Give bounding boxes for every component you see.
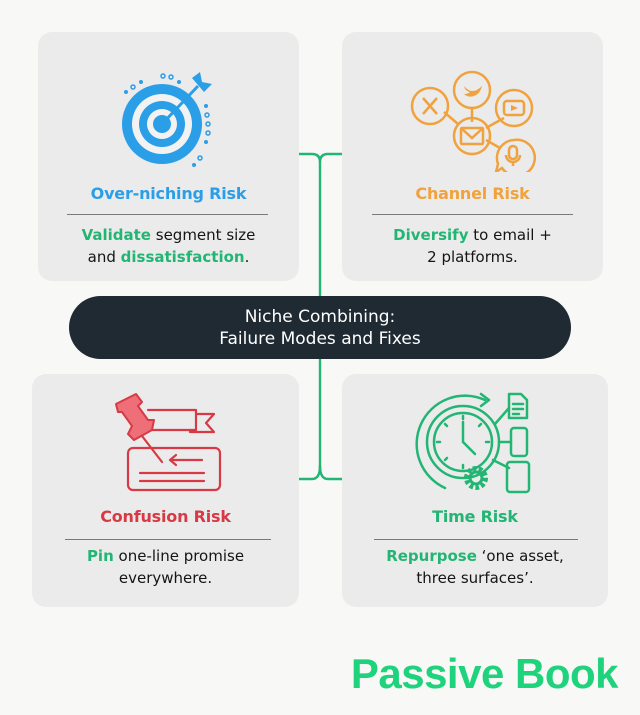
card-fix-text: Repurpose ‘one asset, three surfaces’. bbox=[342, 545, 608, 589]
divider bbox=[65, 539, 271, 540]
fix-text: . bbox=[244, 248, 250, 266]
card-title: Channel Risk bbox=[415, 184, 530, 203]
card-title: Confusion Risk bbox=[100, 507, 231, 526]
fix-keyword: Pin bbox=[86, 547, 114, 565]
clock-repurpose-icon bbox=[415, 392, 531, 494]
fix-text: everywhere. bbox=[118, 569, 213, 587]
fix-text: segment size bbox=[150, 226, 256, 244]
fix-text: ‘one asset, bbox=[476, 547, 564, 565]
fix-keyword: dissatisfaction bbox=[120, 248, 245, 266]
card-confusion-risk: Confusion Risk Pin one-line promise ever… bbox=[32, 374, 299, 607]
fix-text: 2 platforms. bbox=[427, 248, 518, 266]
fix-text: three surfaces’. bbox=[416, 569, 534, 587]
card-over-niching-risk: Over-niching Risk Validate segment size … bbox=[38, 32, 299, 281]
fix-text: to email + bbox=[468, 226, 552, 244]
card-title: Over-niching Risk bbox=[90, 184, 247, 203]
pushpin-banner-icon bbox=[114, 393, 221, 492]
divider bbox=[374, 539, 578, 540]
title-line-1: Niche Combining: bbox=[244, 306, 396, 327]
divider bbox=[372, 214, 573, 215]
fix-text: one-line promise bbox=[113, 547, 245, 565]
channel-network-icon bbox=[410, 70, 536, 172]
title-line-2: Failure Modes and Fixes bbox=[219, 328, 421, 349]
card-channel-risk: Channel Risk Diversify to email + 2 plat… bbox=[342, 32, 603, 281]
fix-text: and bbox=[87, 248, 121, 266]
card-fix-text: Diversify to email + 2 platforms. bbox=[342, 224, 603, 268]
fix-keyword: Repurpose bbox=[386, 547, 477, 565]
fix-keyword: Validate bbox=[81, 226, 151, 244]
fix-keyword: Diversify bbox=[393, 226, 469, 244]
card-fix-text: Pin one-line promise everywhere. bbox=[32, 545, 299, 589]
divider bbox=[67, 214, 268, 215]
card-fix-text: Validate segment size and dissatisfactio… bbox=[38, 224, 299, 268]
card-title: Time Risk bbox=[432, 507, 518, 526]
diagram-title: Niche Combining: Failure Modes and Fixes bbox=[69, 296, 571, 359]
target-arrow-icon bbox=[121, 72, 212, 167]
brand-logo: Passive Book bbox=[350, 650, 619, 697]
card-time-risk: Time Risk Repurpose ‘one asset, three su… bbox=[342, 374, 608, 607]
